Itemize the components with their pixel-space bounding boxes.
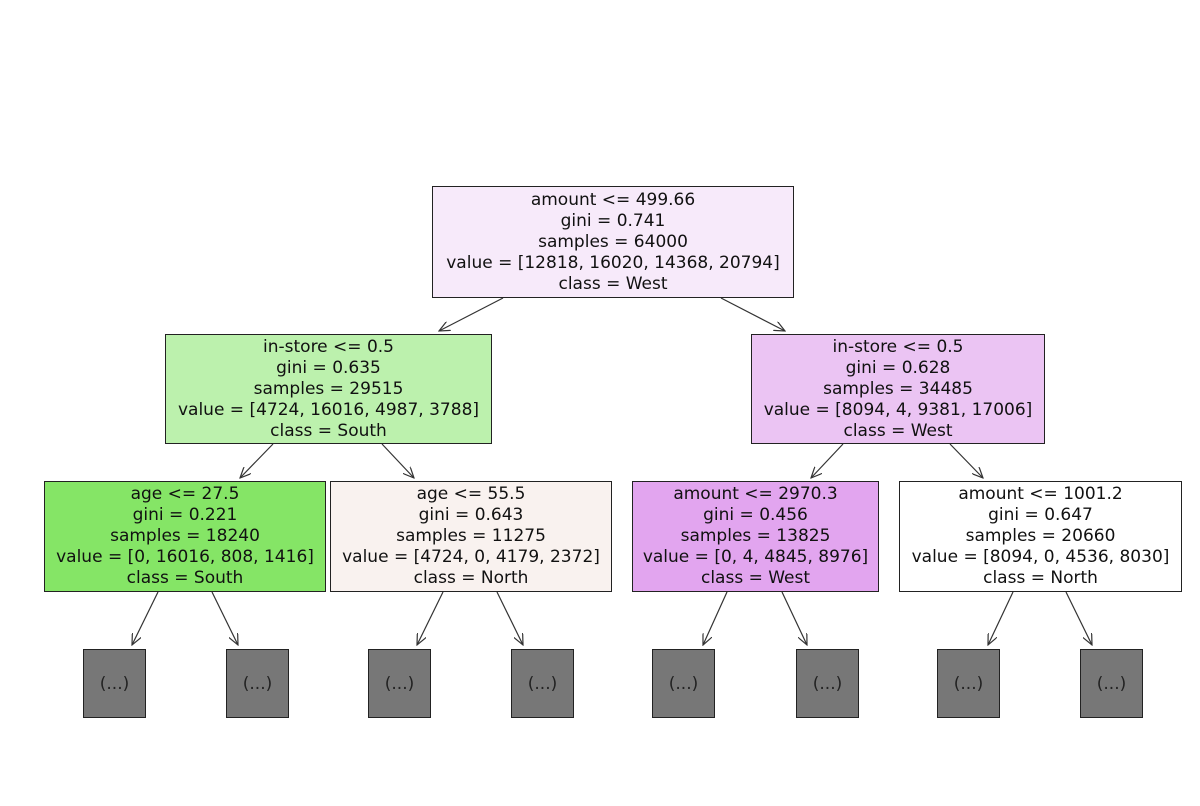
node-text-line: gini = 0.643 xyxy=(418,505,524,525)
node-text-line: value = [12818, 16020, 14368, 20794] xyxy=(446,252,780,273)
tree-edge-arrow xyxy=(439,297,504,331)
truncated-subtree-node: (...) xyxy=(937,649,1000,718)
node-text-line: class = West xyxy=(843,420,953,441)
node-text-line: gini = 0.741 xyxy=(560,210,666,231)
truncated-subtree-node: (...) xyxy=(226,649,289,718)
node-text-line: value = [0, 16016, 808, 1416] xyxy=(56,547,314,567)
node-text-line: value = [8094, 4, 9381, 17006] xyxy=(763,399,1033,420)
node-text-line: age <= 27.5 xyxy=(130,484,240,504)
node-text-line: class = South xyxy=(126,568,244,588)
node-text-line: class = North xyxy=(413,568,529,588)
node-text-line: value = [0, 4, 4845, 8976] xyxy=(642,547,869,567)
node-text-line: samples = 29515 xyxy=(253,378,404,399)
truncated-subtree-node: (...) xyxy=(796,649,859,718)
tree-edge-arrow xyxy=(811,443,844,478)
node-text-line: samples = 18240 xyxy=(110,526,260,546)
tree-edge-arrow xyxy=(781,591,807,645)
truncated-subtree-node: (...) xyxy=(368,649,431,718)
node-text-line: samples = 13825 xyxy=(680,526,831,546)
node-text-line: amount <= 1001.2 xyxy=(958,484,1123,504)
node-text-line: class = South xyxy=(270,420,387,441)
node-text-line: samples = 20660 xyxy=(965,526,1116,546)
node-text-line: samples = 34485 xyxy=(823,378,973,399)
node-text-line: in-store <= 0.5 xyxy=(832,336,964,357)
node-text-line: samples = 11275 xyxy=(396,526,546,546)
truncated-subtree-node: (...) xyxy=(652,649,715,718)
node-text-line: amount <= 2970.3 xyxy=(673,484,838,504)
tree-edge-arrow xyxy=(720,297,785,331)
tree-edge-arrow xyxy=(1065,591,1092,645)
node-text-line: in-store <= 0.5 xyxy=(263,336,394,357)
node-text-line: amount <= 499.66 xyxy=(530,189,696,210)
tree-edge-arrow xyxy=(988,591,1014,645)
node-text-line: value = [4724, 16016, 4987, 3788] xyxy=(177,399,480,420)
node-text-line: gini = 0.647 xyxy=(988,505,1093,525)
tree-edge-arrow xyxy=(381,443,414,478)
truncated-subtree-node: (...) xyxy=(1080,649,1143,718)
tree-edge-arrow xyxy=(417,591,444,645)
node-text-line: age <= 55.5 xyxy=(416,484,526,504)
tree-edge-arrow xyxy=(240,443,274,478)
truncated-subtree-node: (...) xyxy=(83,649,146,718)
node-text-line: samples = 64000 xyxy=(538,231,688,252)
node-text-line: class = North xyxy=(983,568,1098,588)
node-text-line: gini = 0.456 xyxy=(703,505,808,525)
tree-edge-arrow xyxy=(949,443,983,478)
tree-edge-arrow xyxy=(496,591,523,645)
node-text-line: value = [8094, 0, 4536, 8030] xyxy=(911,547,1170,567)
tree-edge-arrow xyxy=(211,591,238,645)
node-text-line: class = West xyxy=(700,568,811,588)
node-text-line: value = [4724, 0, 4179, 2372] xyxy=(342,547,600,567)
node-text-line: gini = 0.628 xyxy=(845,357,951,378)
tree-edge-arrow xyxy=(132,591,159,645)
node-text-line: class = West xyxy=(558,273,668,294)
node-text-line: gini = 0.635 xyxy=(276,357,381,378)
node-text-line: gini = 0.221 xyxy=(132,505,238,525)
tree-edge-arrow xyxy=(703,591,728,645)
truncated-subtree-node: (...) xyxy=(511,649,574,718)
